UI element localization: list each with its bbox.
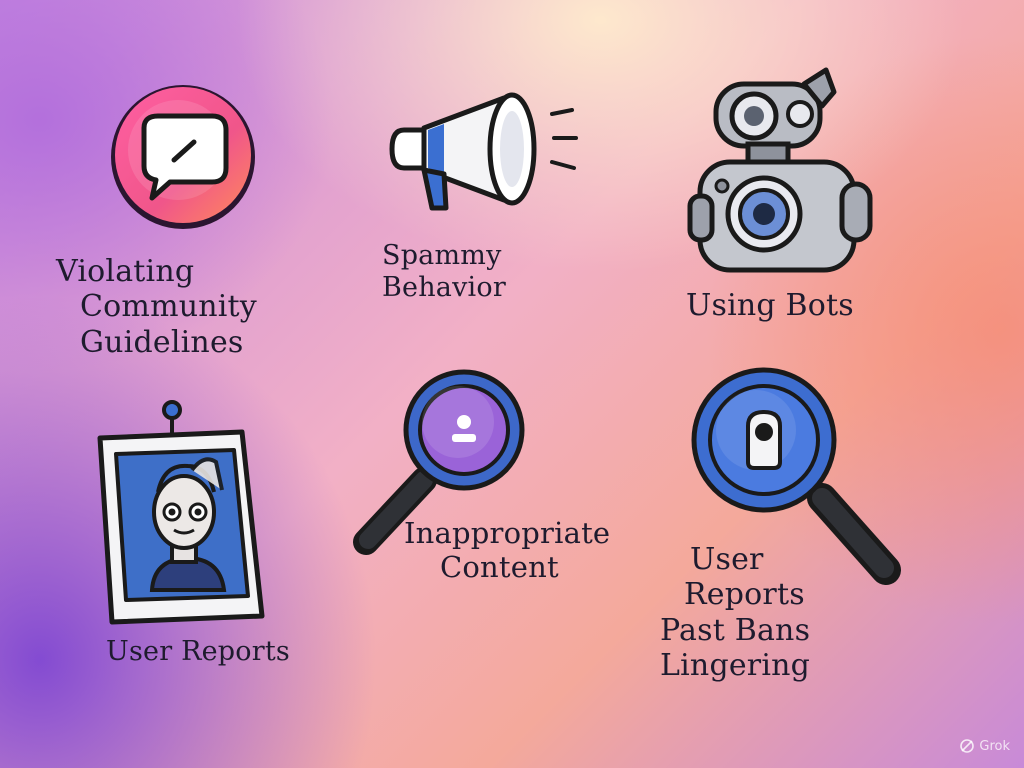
label-using-bots: Using Bots [686, 288, 854, 323]
label-line: User [690, 542, 764, 577]
label-line: Behavior [382, 271, 506, 303]
label-line: Violating [56, 254, 195, 289]
magnifier-user-icon [353, 369, 525, 555]
label-line: Community [80, 289, 257, 325]
label-line: Reports [684, 577, 805, 613]
robot-camera-icon [687, 67, 873, 273]
label-line: Guidelines [80, 324, 244, 360]
grok-logo-icon [960, 739, 975, 753]
label-line: User Reports [106, 636, 290, 667]
label-past-bans: User Reports Past Bans Lingering [660, 542, 810, 684]
label-user-reports: User Reports [106, 636, 290, 668]
chat-bubble-icon [111, 85, 255, 229]
label-line: Using Bots [686, 288, 854, 323]
label-violating-guidelines: Violating Community Guidelines [56, 254, 257, 360]
label-line: Past Bans [660, 612, 811, 648]
label-spammy-behavior: Spammy Behavior [382, 240, 506, 304]
label-line: Inappropriate [404, 516, 611, 550]
label-inappropriate-content: Inappropriate Content [404, 516, 610, 584]
label-line: Content [440, 550, 559, 585]
magnifier-user-large-icon [691, 367, 901, 585]
watermark-text: Grok [979, 738, 1010, 754]
label-line: Lingering [660, 648, 811, 684]
watermark: Grok [959, 738, 1010, 754]
user-profile-frame-icon [97, 400, 265, 625]
label-line: Spammy [382, 240, 502, 271]
megaphone-icon [389, 92, 578, 211]
